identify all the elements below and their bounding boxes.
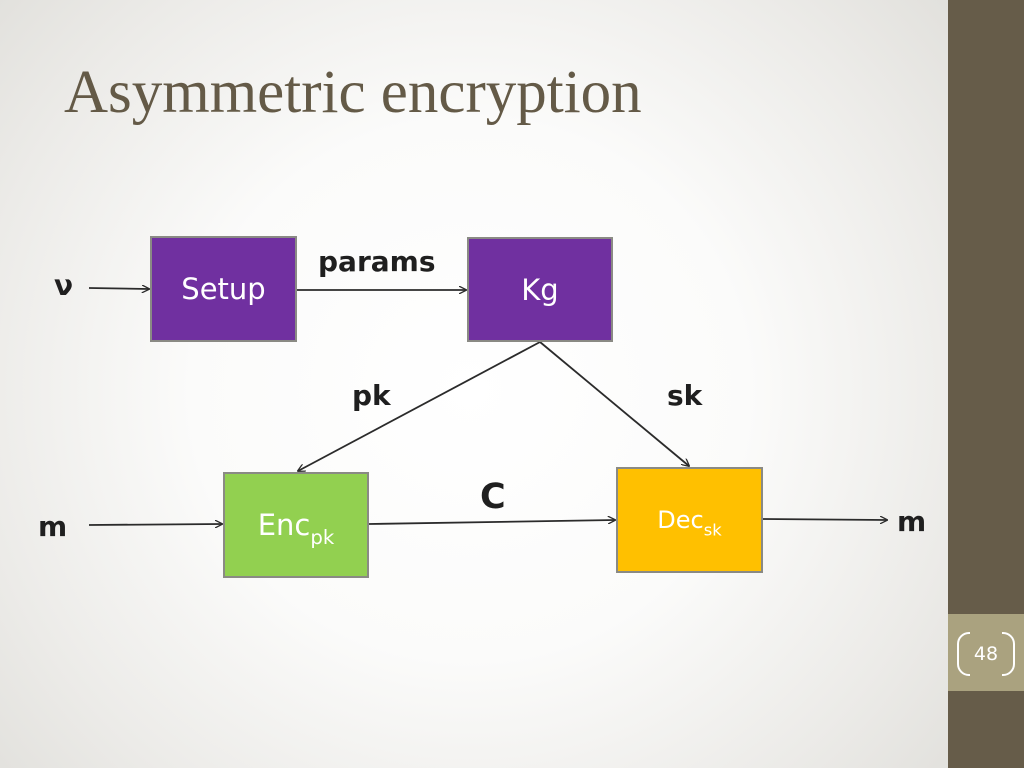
secret-key-label: sk: [667, 379, 703, 412]
arrow-enc-to-dec: [368, 520, 615, 525]
message-output-label: m: [897, 505, 927, 538]
arrow-kg-to-dec: [539, 341, 689, 466]
decrypt-node-name: Dec: [657, 506, 704, 534]
public-key-label: pk: [352, 379, 391, 412]
setup-node: Setup: [150, 236, 297, 342]
security-parameter-label: ν: [54, 269, 74, 302]
slide-number-frame-gap-top: [970, 628, 1002, 636]
arrow-kg-to-enc: [298, 341, 541, 471]
arrow-nu-to-setup: [88, 288, 149, 289]
arrow-m-to-enc: [88, 524, 222, 525]
decrypt-node: Decsk: [616, 467, 763, 573]
decrypt-node-label: Decsk: [657, 506, 721, 538]
keygen-node-label: Kg: [521, 272, 559, 307]
slide-number: 48: [973, 643, 999, 665]
encrypt-node-name: Enc: [257, 508, 311, 542]
setup-node-label: Setup: [181, 272, 266, 306]
encrypt-node: Encpk: [223, 472, 369, 578]
arrow-dec-to-m: [762, 519, 887, 520]
ciphertext-label: C: [480, 477, 506, 517]
params-label: params: [318, 245, 436, 278]
decrypt-node-subscript: sk: [703, 520, 722, 540]
encrypt-node-label: Encpk: [257, 508, 335, 547]
diagram-arrows: [88, 0, 948, 768]
keygen-node: Kg: [467, 237, 613, 342]
message-input-label: m: [38, 510, 68, 543]
slide-title: Asymmetric encryption: [64, 59, 642, 126]
encrypt-node-subscript: pk: [310, 525, 335, 549]
slide-number-frame-gap-bottom: [970, 672, 1002, 680]
